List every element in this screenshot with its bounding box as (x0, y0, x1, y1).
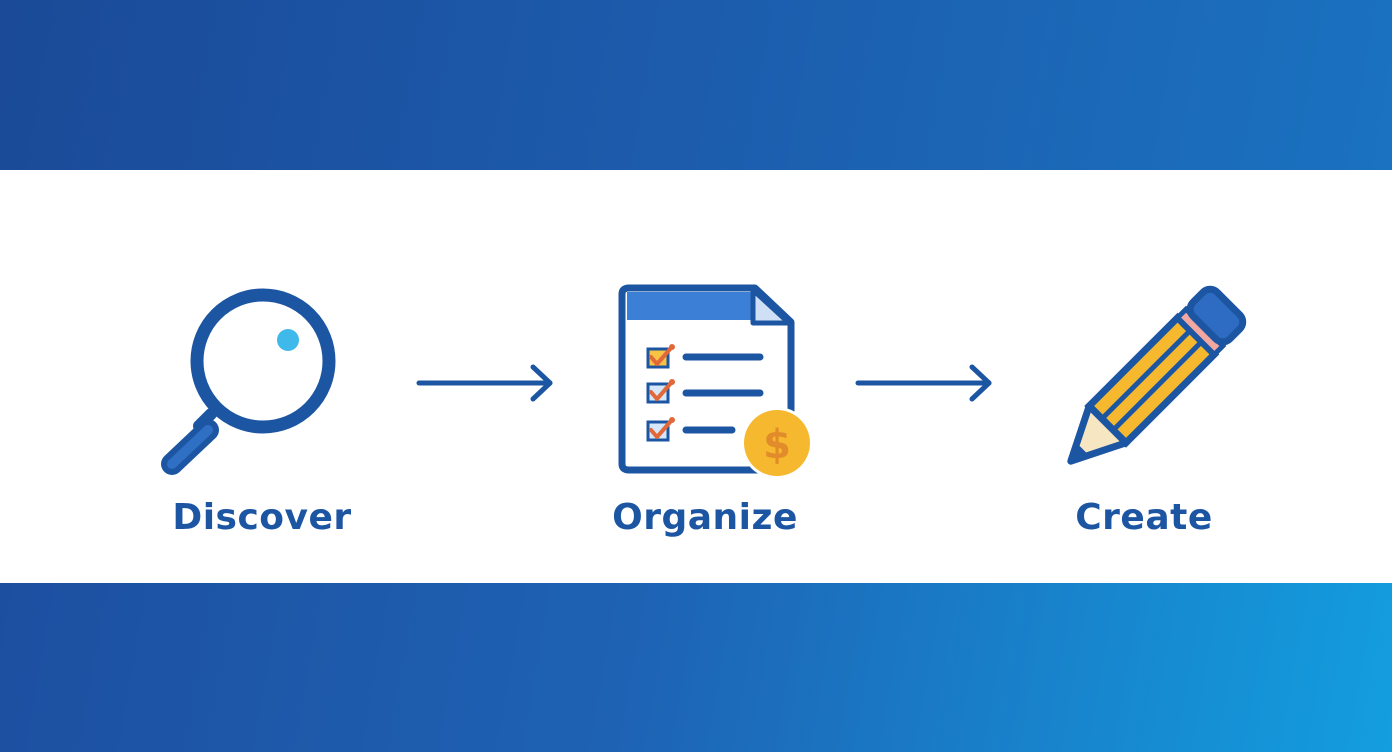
step-label-create: Create (1075, 497, 1213, 538)
top-banner (0, 0, 1392, 170)
svg-text:$: $ (763, 422, 791, 468)
checklist-document-icon: $ (618, 284, 813, 479)
arrow-right-icon (416, 364, 553, 402)
pencil-icon (1067, 285, 1247, 465)
magnifying-glass-icon (161, 288, 336, 475)
step-label-discover: Discover (172, 497, 352, 538)
step-label-organize: Organize (612, 497, 798, 538)
bottom-banner (0, 583, 1392, 752)
arrow-right-icon (855, 364, 992, 402)
